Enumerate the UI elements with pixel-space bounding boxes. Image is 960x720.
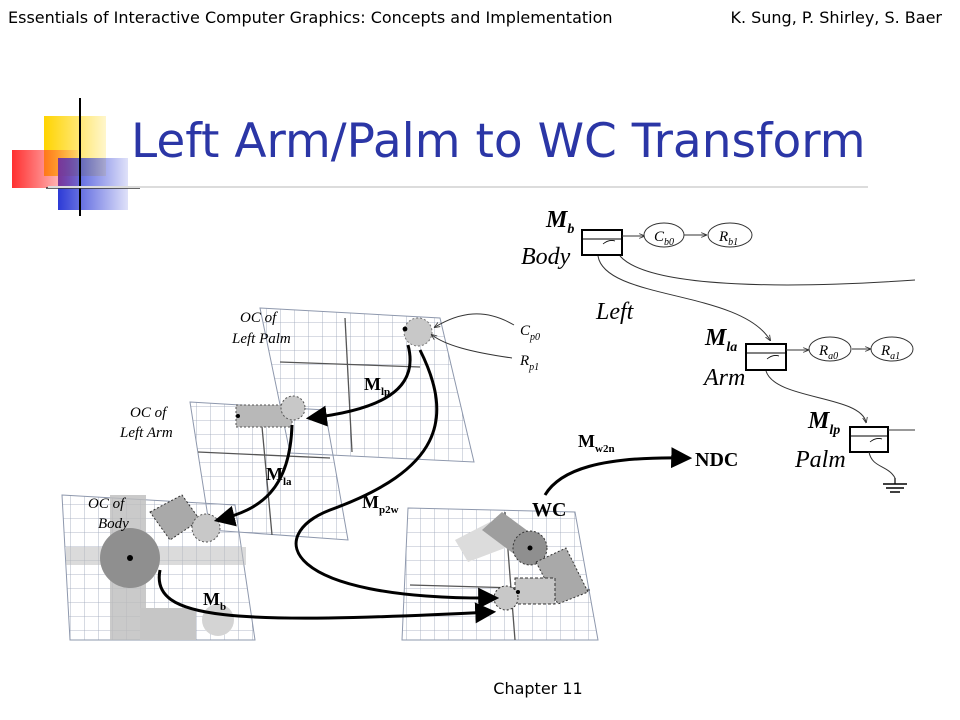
footer-chapter: Chapter 11 [493,679,583,698]
arm-label: Arm [702,365,745,391]
wc-label: WC [532,499,566,521]
svg-text:Mlp: Mlp [807,408,840,438]
body-node: Mb Body Cb0 Rb1 [521,207,753,270]
svg-text:Mb: Mb [545,207,574,237]
palm-oc-label-line1: OC of [240,310,278,326]
svg-text:Cb0: Cb0 [654,229,674,248]
palm-node: Mlp Palm [794,408,915,493]
palm-label: Palm [794,447,846,473]
cp0-label: Cp0 [520,323,540,343]
body-oc-plane [61,494,256,641]
svg-text:Rb1: Rb1 [718,229,738,248]
scene-graph: Mb Body Cb0 Rb1 Left Mla Arm Ra0 Ra [521,207,916,493]
transform-arrows [157,344,693,624]
header-book-title: Essentials of Interactive Computer Graph… [8,8,613,27]
palm-oc-label-line2: Left Palm [231,331,291,347]
arm-oc-label-line1: OC of [130,405,168,421]
m-p2w-label: Mp2w [362,492,399,516]
svg-text:Ra1: Ra1 [880,343,900,362]
body-label: Body [521,244,571,270]
wc-plane [401,507,599,641]
rp1-label: Rp1 [519,353,539,373]
m-lp-label: Mlp [364,374,390,398]
arm-oc-label-line2: Left Arm [119,425,173,441]
ndc-label: NDC [695,449,738,471]
slide-title: Left Arm/Palm to WC Transform [131,114,866,169]
arm-node: Mla Arm Ra0 Ra1 [702,325,914,391]
svg-text:Mla: Mla [704,325,737,355]
title-decoration [12,98,140,216]
header-authors: K. Sung, P. Shirley, S. Baer [730,8,942,27]
svg-text:Ra0: Ra0 [818,343,838,362]
m-b-label: Mb [203,589,226,613]
edge-label-left: Left [595,299,635,325]
body-oc-label-line1: OC of [88,496,126,512]
title-underline [48,186,868,188]
m-w2n-label: Mw2n [578,431,615,455]
body-oc-label-line2: Body [98,516,129,532]
